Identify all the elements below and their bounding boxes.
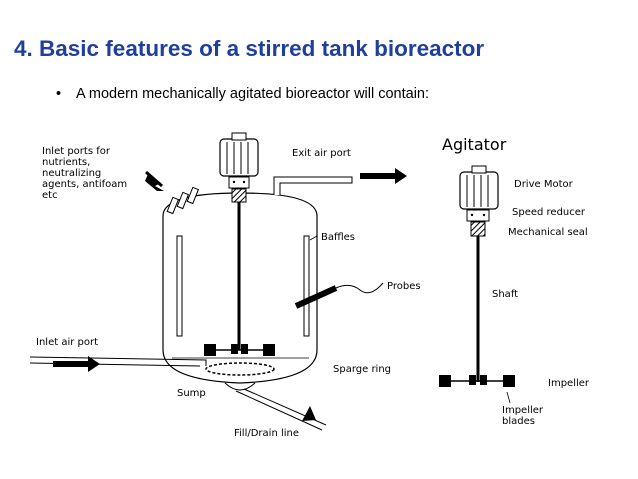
impeller-blades-pointer (506, 391, 511, 404)
probe (294, 285, 338, 309)
label-baffles: Baffles (321, 232, 355, 243)
label-impeller-blades-line-2: blades (502, 416, 535, 427)
arrow-inlet-air (53, 356, 100, 372)
label-inlet-ports: Inlet ports for nutrients, neutralizing … (42, 146, 130, 201)
label-inlet-ports-line-4: agents, antifoam (42, 179, 127, 190)
label-speed-reducer: Speed reducer (512, 207, 586, 218)
impeller-left (204, 344, 275, 356)
exit-air-pipe (273, 176, 353, 195)
label-inlet-ports-line-5: etc (42, 190, 58, 201)
speed-reducer-right (466, 209, 490, 222)
bullet-item: • A modern mechanically agitated bioreact… (56, 86, 429, 102)
arrow-inlet-ports (145, 174, 164, 191)
label-inlet-ports-line-2: nutrients, (42, 157, 90, 168)
slide-title: 4. Basic features of a stirred tank bior… (14, 36, 485, 61)
sparge-ring (205, 362, 275, 376)
drain-pipe-1 (235, 390, 323, 431)
label-sump: Sump (177, 388, 206, 399)
label-probes: Probes (387, 281, 421, 292)
label-fill-drain-line: Fill/Drain line (234, 428, 299, 439)
label-sparge-ring: Sparge ring (333, 364, 391, 375)
label-inlet-ports-line-1: Inlet ports for (42, 146, 111, 157)
agitator-assembly (439, 165, 515, 404)
bioreactor-vessel (29, 132, 407, 431)
label-impeller-blades-line-1: Impeller (502, 405, 544, 416)
vessel-outline (162, 192, 318, 384)
bullet-text: A modern mechanically agitated bioreacto… (76, 86, 430, 102)
probe-cable (335, 282, 384, 294)
baffle-left (176, 235, 183, 337)
speed-reducer-left (228, 176, 250, 189)
baffle-right (303, 235, 310, 337)
label-exit-air-port: Exit air port (292, 148, 351, 159)
label-drive-motor: Drive Motor (514, 179, 574, 190)
drain-arrow (302, 406, 316, 421)
mechanical-seal-left (231, 188, 247, 203)
label-mechanical-seal: Mechanical seal (508, 227, 588, 238)
label-agitator-title: Agitator (442, 135, 507, 154)
drive-motor-right (459, 165, 499, 210)
label-impeller: Impeller (548, 378, 590, 389)
label-shaft: Shaft (492, 289, 518, 300)
label-inlet-ports-line-3: neutralizing (42, 168, 101, 179)
mechanical-seal-right (470, 221, 486, 237)
label-inlet-air-port: Inlet air port (36, 337, 98, 348)
bullet-dot: • (56, 86, 62, 102)
inlet-ports (166, 186, 200, 215)
drive-motor-left (219, 132, 259, 177)
sump (224, 382, 256, 391)
impeller-right (439, 375, 515, 387)
arrow-exit-air (360, 168, 407, 184)
label-impeller-blades: Impeller blades (502, 405, 546, 427)
